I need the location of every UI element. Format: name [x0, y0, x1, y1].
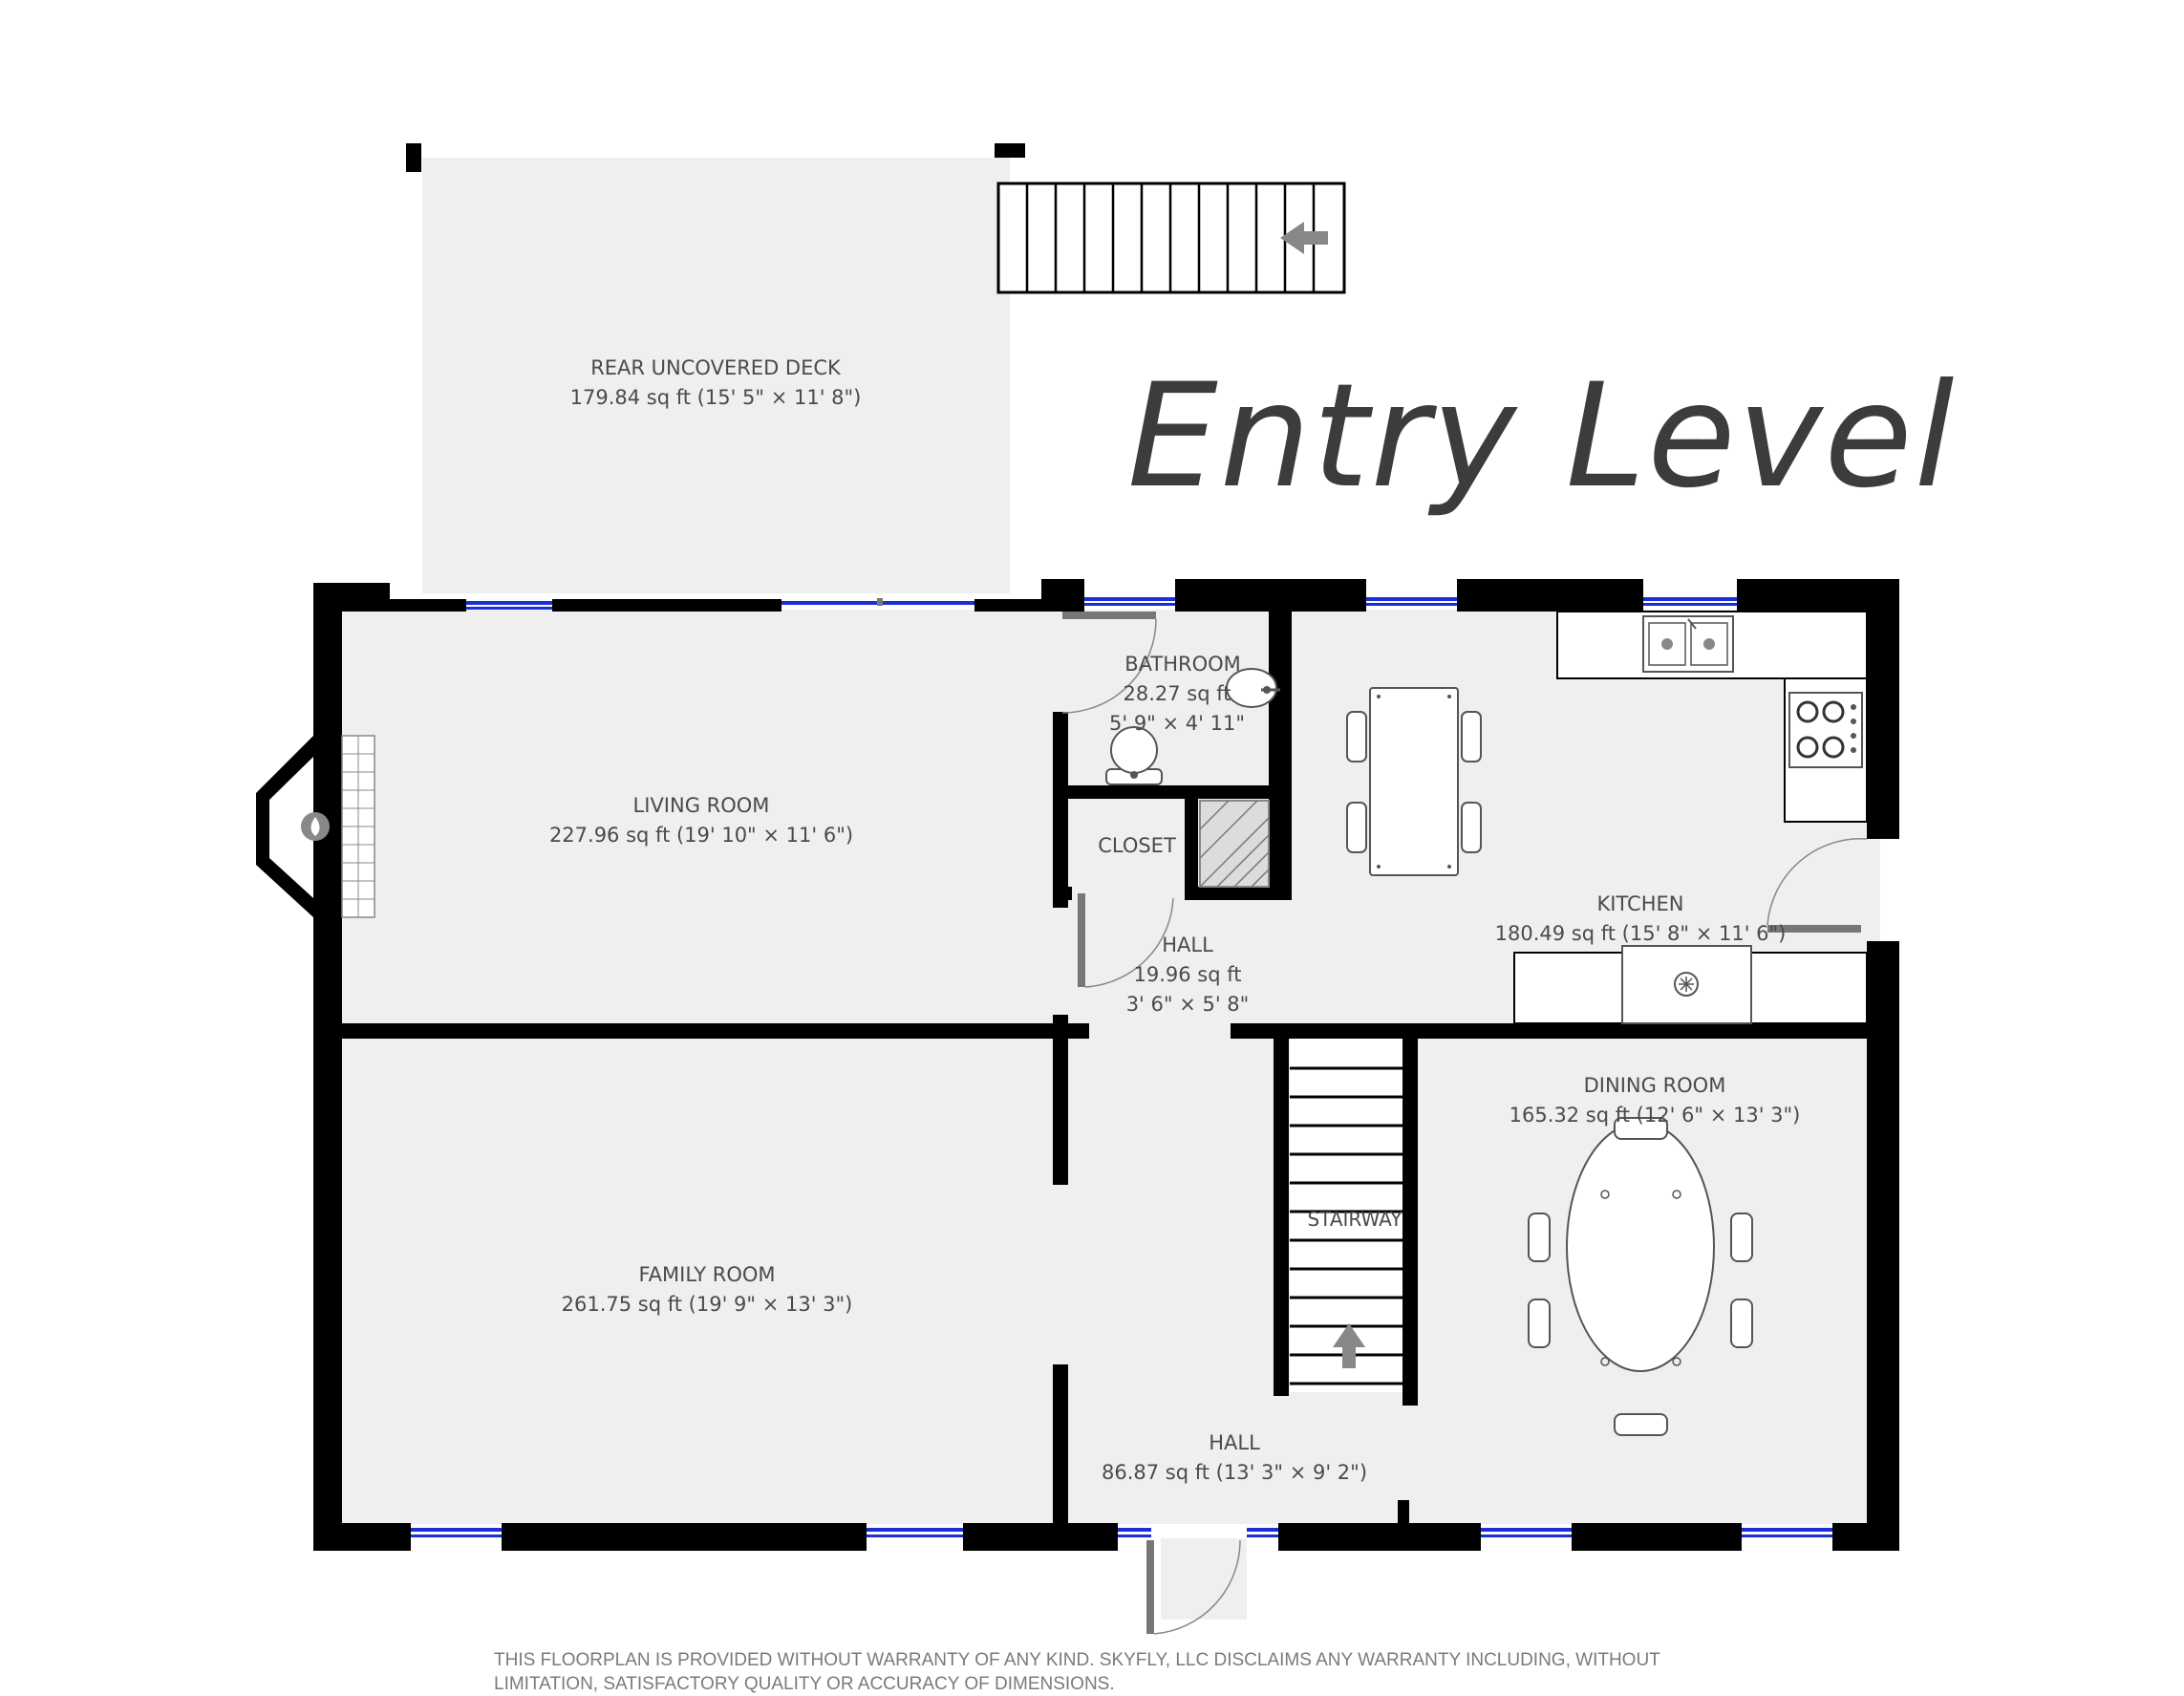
- disclaimer-text: THIS FLOORPLAN IS PROVIDED WITHOUT WARRA…: [494, 1650, 1660, 1694]
- hall-small-name: HALL: [1162, 934, 1213, 956]
- closet-hatch: [1199, 800, 1270, 888]
- deck-area: [422, 158, 1010, 593]
- bathroom-sink-icon: [1226, 668, 1280, 708]
- closet-cabinet: [1199, 800, 1270, 888]
- bathroom-size: 28.27 sq ft: [1124, 682, 1231, 705]
- deck-name: REAR UNCOVERED DECK: [590, 356, 842, 379]
- entry-landing: [1161, 1538, 1247, 1620]
- page-title: Entry Level: [1127, 354, 1957, 520]
- deck-stair-arrow-icon: [1280, 222, 1328, 254]
- dining-room-size: 165.32 sq ft (12' 6" × 13' 3"): [1510, 1104, 1801, 1127]
- deck-size: 179.84 sq ft (15' 5" × 11' 8"): [570, 386, 862, 409]
- closet-name: CLOSET: [1098, 834, 1176, 857]
- bathroom-name: BATHROOM: [1124, 653, 1241, 676]
- stairway-name: STAIRWAY: [1307, 1208, 1402, 1231]
- toilet-icon: [1105, 726, 1163, 785]
- hall-small-dims: 3' 6" × 5' 8": [1126, 993, 1250, 1016]
- deck-post: [995, 143, 1025, 158]
- family-room-name: FAMILY ROOM: [638, 1263, 775, 1286]
- interior-walls: [342, 607, 1880, 1524]
- island-sink-icon: [1621, 945, 1752, 1024]
- sliding-door: [782, 598, 974, 606]
- interior-stairs: [1290, 1039, 1402, 1392]
- living-room-name: LIVING ROOM: [633, 794, 770, 817]
- dining-table-icon: [1528, 1117, 1753, 1436]
- stair-up-arrow-icon: [1333, 1323, 1365, 1368]
- hall-small-size: 19.96 sq ft: [1134, 963, 1242, 986]
- bathroom-dims: 5' 9" × 4' 11": [1109, 712, 1245, 735]
- dining-room-name: DINING ROOM: [1584, 1074, 1726, 1097]
- kitchen-table-icon: [1346, 687, 1482, 876]
- hall-main-name: HALL: [1209, 1431, 1260, 1454]
- deck-post: [406, 143, 421, 172]
- fireplace-icon: [256, 735, 375, 918]
- stove-icon: [1788, 692, 1863, 768]
- family-room-size: 261.75 sq ft (19' 9" × 13' 3"): [562, 1293, 853, 1316]
- house-floor: [342, 610, 1880, 1524]
- hall-main-size: 86.87 sq ft (13' 3" × 9' 2"): [1102, 1461, 1367, 1484]
- windows: [411, 597, 1832, 1537]
- living-room-size: 227.96 sq ft (19' 10" × 11' 6"): [549, 824, 853, 847]
- kitchen-name: KITCHEN: [1597, 892, 1684, 915]
- kitchen-size: 180.49 sq ft (15' 8" × 11' 6"): [1495, 922, 1787, 945]
- sink-icon: [1642, 615, 1734, 673]
- doors: [1061, 612, 1868, 1635]
- exterior-walls: [313, 579, 1899, 1551]
- deck-stairs: [996, 182, 1346, 294]
